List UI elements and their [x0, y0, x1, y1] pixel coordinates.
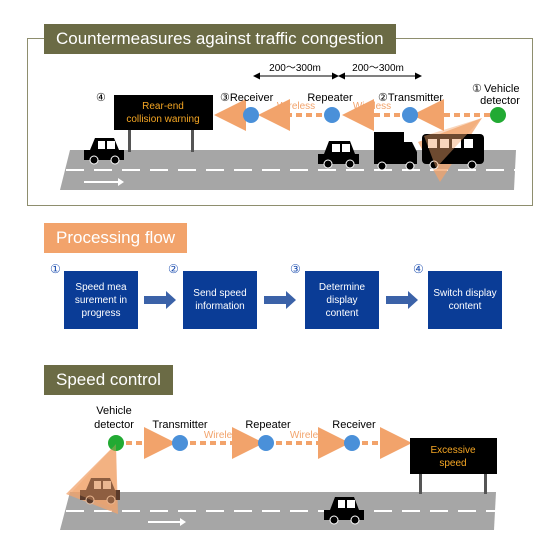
- detected-car-icon: [80, 478, 120, 505]
- vehicle-detector-label: detector: [480, 95, 520, 107]
- vehicle-detector-label: detector: [94, 419, 134, 431]
- step-send-speed: Send speed information: [183, 271, 257, 329]
- distance-label-a: 200〜300m: [269, 63, 321, 74]
- step-determine-content: Determine display content: [305, 271, 379, 329]
- receiver-label: ③Receiver: [220, 92, 274, 104]
- wireless-label: Wireless: [204, 430, 242, 441]
- transmitter-node: [402, 107, 418, 123]
- warning-sign: [114, 95, 213, 130]
- step-number: ④: [413, 262, 424, 276]
- wireless-label: Wireless: [290, 430, 328, 441]
- repeater-node: [258, 435, 274, 451]
- repeater-label: Repeater: [307, 92, 353, 104]
- transmitter-label: ②Transmitter: [378, 92, 443, 104]
- vehicle-detector-node: [490, 107, 506, 123]
- vehicle-detector-label: ①: [472, 83, 482, 95]
- sign-pole: [419, 472, 422, 494]
- bus-icon: [422, 134, 484, 170]
- flow-arrow: [264, 291, 296, 309]
- step-speed-measurement: Speed mea surement in progress: [64, 271, 138, 329]
- sign-pole: [484, 472, 487, 494]
- wireless-label: Wireless: [353, 101, 391, 112]
- speed-control-title: Speed control: [44, 365, 173, 395]
- flow-arrow: [386, 291, 418, 309]
- sign-number: ④: [96, 92, 106, 104]
- flow-arrow: [144, 291, 176, 309]
- car-icon: [324, 497, 364, 525]
- congestion-title: Countermeasures against traffic congesti…: [44, 24, 396, 54]
- step-number: ②: [168, 262, 179, 276]
- step-number: ①: [50, 262, 61, 276]
- excessive-speed-sign-text: speed: [439, 458, 466, 469]
- receiver-node: [243, 107, 259, 123]
- excessive-speed-sign: [410, 438, 497, 474]
- vehicle-detector-node: [108, 435, 124, 451]
- sign-pole: [191, 128, 194, 152]
- step-switch-content: Switch display content: [428, 271, 502, 329]
- repeater-label: Repeater: [245, 419, 291, 431]
- repeater-node: [324, 107, 340, 123]
- vehicle-detector-label: Vehicle: [96, 405, 131, 417]
- transmitter-node: [172, 435, 188, 451]
- warning-sign-text: Rear-end: [142, 101, 184, 112]
- excessive-speed-sign-text: Excessive: [430, 445, 475, 456]
- wireless-label: Wireless: [277, 101, 315, 112]
- car-icon: [318, 141, 359, 169]
- transmitter-label: Transmitter: [152, 419, 208, 431]
- sign-pole: [128, 128, 131, 152]
- receiver-label: Receiver: [332, 419, 376, 431]
- warning-sign-text: collision warning: [126, 114, 199, 125]
- vehicle-detector-label: Vehicle: [484, 83, 519, 95]
- distance-label-b: 200〜300m: [352, 63, 404, 74]
- truck-icon: [374, 132, 417, 171]
- processing-title: Processing flow: [44, 223, 188, 253]
- step-number: ③: [290, 262, 301, 276]
- receiver-node: [344, 435, 360, 451]
- car-icon: [84, 138, 124, 165]
